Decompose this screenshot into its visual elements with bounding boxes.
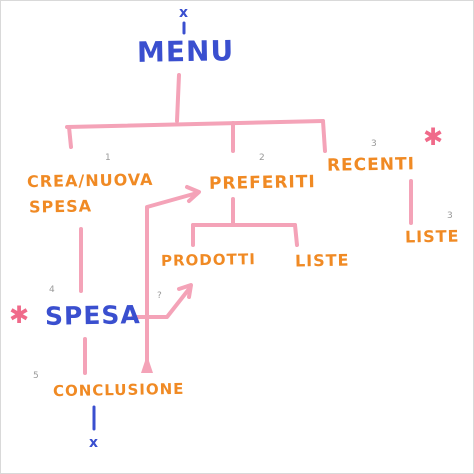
step-number-recenti: 3 [371,139,377,149]
node-menu[interactable]: MENU [136,34,235,69]
step-number-spesa: 4 [49,285,55,295]
node-preferiti[interactable]: PREFERITI [208,172,316,194]
step-number-crea: 1 [105,153,111,163]
connector-drop-recenti [321,119,327,153]
bottom-mark: x [89,435,99,451]
connector-return-arrowhead [185,185,201,203]
step-number-conclusione: 5 [33,371,39,381]
connector-menu-stem [175,73,181,123]
node-spesa-label[interactable]: SPESA [28,196,93,217]
node-liste-preferiti[interactable]: LISTE [294,250,350,271]
node-liste-recenti[interactable]: LISTE [404,226,460,247]
step-number-liste-recenti: 3 [447,211,453,221]
connector-return-arrow-base [141,355,153,373]
node-prodotti[interactable]: PRODOTTI [160,250,257,270]
star-icon-spesa: ✱ [9,301,30,329]
connector-branch-liste [293,223,299,247]
connector-spesa-arrowhead [177,283,193,299]
step-number-spesa-arrow: ? [157,291,162,301]
step-number-preferiti: 2 [259,153,265,163]
node-recenti[interactable]: RECENTI [326,154,416,176]
star-icon: ✱ [423,123,444,151]
top-mark: x [179,5,189,21]
connector-spesa-arrow [131,287,191,319]
connector-drop-crea [67,125,73,149]
connector-main-bar [65,119,325,129]
node-crea-nuova[interactable]: CREA/NUOVA [26,169,154,192]
node-conclusione[interactable]: CONCLUSIONE [52,379,185,401]
node-spesa[interactable]: SPESA [44,300,142,331]
connector-return-arrow [145,191,199,365]
